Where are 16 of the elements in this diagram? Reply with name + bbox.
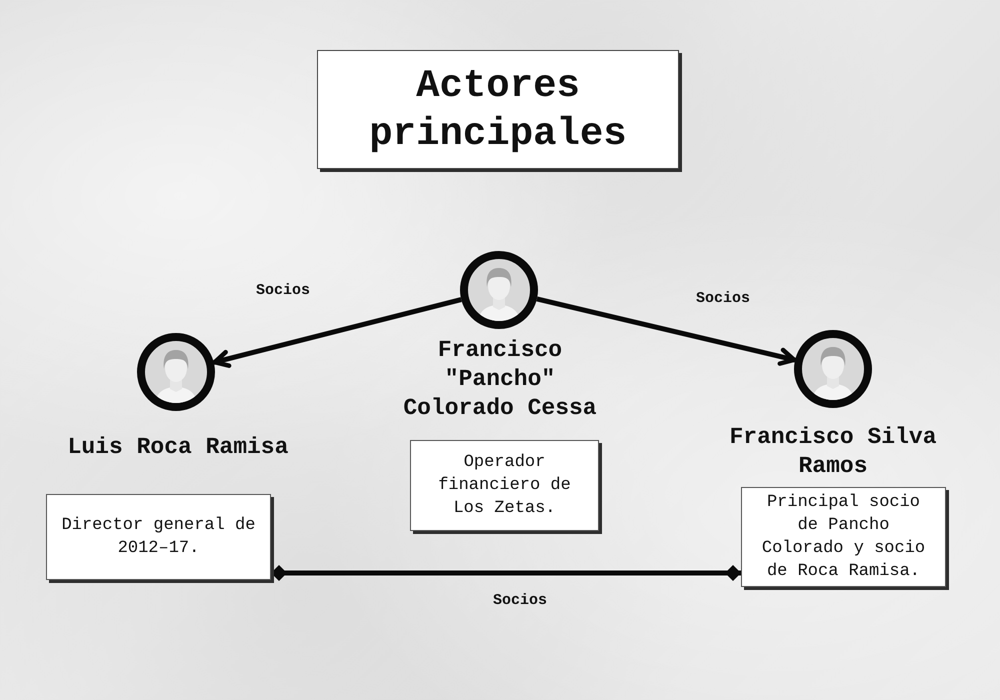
person-name: Francisco Silva Ramos (728, 423, 938, 481)
description-card: Operador financiero de Los Zetas. (410, 440, 599, 531)
arrow (536, 296, 796, 366)
edge-label: Socios (493, 591, 547, 610)
person-avatar-icon (460, 251, 538, 329)
person-name: Luis Roca Ramisa (66, 433, 290, 462)
person-name: Francisco "Pancho" Colorado Cessa (402, 336, 598, 423)
person-avatar-icon (137, 333, 215, 411)
title: Actores principales (317, 50, 679, 169)
edge-label: Socios (696, 289, 750, 308)
arrow (212, 297, 462, 368)
connector-line (271, 565, 741, 581)
description-card: Principal socio de Pancho Colorado y socio de Roca Ramisa. (741, 487, 946, 587)
person-avatar-icon (794, 330, 872, 408)
edge-label: Socios (256, 281, 310, 300)
description-card: Director general de 2012–17. (46, 494, 271, 580)
